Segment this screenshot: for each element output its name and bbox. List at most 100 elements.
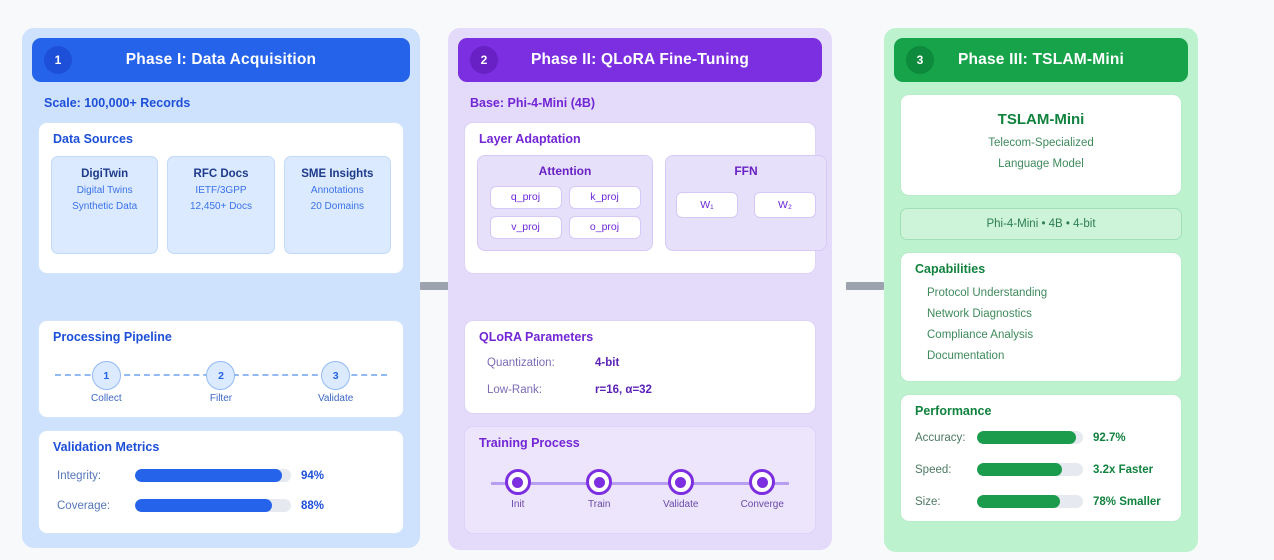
training-step-label: Converge — [740, 499, 784, 510]
training-step-label: Train — [588, 499, 611, 510]
layer-chip[interactable]: k_proj — [568, 186, 641, 209]
data-source-line-1: Annotations — [310, 185, 364, 196]
data-source-line-2: Synthetic Data — [72, 201, 138, 212]
training-step[interactable]: Validate — [645, 463, 717, 510]
ffn-group-title: FFN — [734, 164, 758, 178]
validation-metrics-card: Validation Metrics Integrity: 94% Covera… — [38, 430, 404, 534]
performance-title: Performance — [915, 404, 992, 418]
training-steps: Init Train Validate Converge — [477, 463, 803, 510]
phase-panel-3: 3 Phase III: TSLAM-Mini TSLAM-Mini Telec… — [884, 28, 1198, 552]
phase-1-title: Phase I: Data Acquisition — [125, 51, 317, 68]
connector-phase1-phase2 — [420, 282, 456, 290]
capability-item: Protocol Understanding — [927, 287, 1048, 299]
pipeline-step-label: Collect — [91, 393, 122, 404]
layer-adaptation-card: Layer Adaptation Attention q_proj k_proj… — [464, 122, 827, 274]
pipeline-steps: 1 Collect 2 Filter 3 Validate — [49, 357, 393, 404]
pipeline-step-number: 1 — [91, 361, 121, 390]
data-source-line-2: 20 Domains — [310, 201, 364, 212]
metric-bar-track — [135, 469, 291, 482]
attention-chips: q_proj k_proj v_proj o_proj — [488, 186, 642, 239]
metric-bar-fill — [977, 495, 1060, 508]
param-value: 4-bit — [595, 357, 620, 369]
phase-1-header: 1 Phase I: Data Acquisition — [32, 38, 410, 82]
metric-row: Integrity: 94% — [57, 469, 387, 482]
layer-groups: Attention q_proj k_proj v_proj o_proj FF… — [477, 155, 827, 251]
pipeline-step[interactable]: 1 Collect — [71, 357, 141, 404]
pipeline-step-label: Filter — [209, 393, 233, 404]
layer-chip[interactable]: o_proj — [568, 216, 641, 239]
model-descriptor-2: Language Model — [998, 158, 1084, 170]
metric-value: 92.7% — [1093, 431, 1126, 444]
param-value: r=16, α=32 — [595, 384, 652, 396]
capability-item: Documentation — [927, 350, 1005, 362]
metric-bar-track — [977, 431, 1083, 444]
qlora-parameters-title: QLoRA Parameters — [479, 330, 594, 344]
metric-label: Accuracy: — [915, 431, 966, 444]
data-source-item[interactable]: SME Insights Annotations 20 Domains — [283, 156, 391, 254]
metric-value: 94% — [301, 469, 325, 482]
training-step-dot-icon — [586, 469, 613, 495]
phase-2-badge: 2 — [470, 46, 498, 74]
processing-pipeline-card: Processing Pipeline 1 Collect 2 Filter 3… — [38, 320, 404, 418]
metric-bar-track — [977, 495, 1083, 508]
layer-chip[interactable]: q_proj — [489, 186, 562, 209]
model-descriptor-1: Telecom-Specialized — [988, 137, 1094, 149]
phase-panel-1: 1 Phase I: Data Acquisition Scale: 100,0… — [22, 28, 420, 548]
model-spec-pill: Phi-4-Mini • 4B • 4-bit — [900, 208, 1182, 240]
metric-bar-fill — [977, 463, 1062, 476]
param-row: Quantization: 4-bit — [487, 357, 619, 369]
layer-chip[interactable]: W₂ — [754, 192, 816, 218]
model-name: TSLAM-Mini — [997, 111, 1085, 128]
capability-item: Network Diagnostics — [927, 308, 1032, 320]
training-step-dot-icon — [504, 469, 531, 495]
pipeline-track: 1 Collect 2 Filter 3 Validate — [49, 357, 393, 409]
param-row: Low-Rank: r=16, α=32 — [487, 384, 652, 396]
training-step[interactable]: Train — [563, 463, 635, 510]
phase-3-header: 3 Phase III: TSLAM-Mini — [894, 38, 1188, 82]
data-source-item[interactable]: RFC Docs IETF/3GPP 12,450+ Docs — [167, 156, 275, 254]
phase-3-badge: 3 — [906, 46, 934, 74]
data-source-line-1: IETF/3GPP — [195, 185, 247, 196]
validation-metrics-title: Validation Metrics — [53, 440, 160, 454]
pipeline-step-number: 3 — [321, 361, 351, 390]
layer-chip[interactable]: v_proj — [489, 216, 562, 239]
data-sources-list: DigiTwin Digital Twins Synthetic Data RF… — [51, 156, 391, 254]
pipeline-step[interactable]: 3 Validate — [301, 357, 371, 404]
connector-phase2-phase3 — [846, 282, 884, 290]
metric-row: Size: 78% Smaller — [915, 495, 1169, 508]
metric-value: 88% — [301, 499, 325, 512]
layer-adaptation-title: Layer Adaptation — [479, 132, 581, 146]
data-source-name: DigiTwin — [81, 168, 129, 180]
performance-card: Performance Accuracy: 92.7% Speed: 3.2x … — [900, 394, 1182, 522]
metric-bar-track — [135, 499, 291, 512]
data-source-name: SME Insights — [301, 168, 374, 180]
param-label: Quantization: — [487, 357, 555, 369]
metric-row: Speed: 3.2x Faster — [915, 463, 1169, 476]
metric-label: Speed: — [915, 463, 952, 476]
metric-label: Size: — [915, 495, 941, 508]
training-step-label: Validate — [663, 499, 699, 510]
phase-1-subtitle: Scale: 100,000+ Records — [44, 96, 191, 110]
data-source-name: RFC Docs — [193, 168, 249, 180]
metric-row: Coverage: 88% — [57, 499, 387, 512]
capability-item: Compliance Analysis — [927, 329, 1034, 341]
data-source-item[interactable]: DigiTwin Digital Twins Synthetic Data — [51, 156, 159, 254]
pipeline-step[interactable]: 2 Filter — [186, 357, 256, 404]
ffn-group: FFN W₁ W₂ — [665, 155, 827, 251]
metric-bar-track — [977, 463, 1083, 476]
training-step-label: Init — [511, 499, 525, 510]
training-process-title: Training Process — [479, 436, 580, 450]
metric-bar-fill — [135, 499, 273, 512]
data-sources-title: Data Sources — [53, 132, 133, 146]
capabilities-title: Capabilities — [915, 262, 986, 276]
training-line — [491, 482, 789, 485]
model-summary-card: TSLAM-Mini Telecom-Specialized Language … — [900, 94, 1182, 196]
pipeline-step-label: Validate — [317, 393, 354, 404]
attention-group: Attention q_proj k_proj v_proj o_proj — [477, 155, 653, 251]
data-source-line-2: 12,450+ Docs — [189, 201, 252, 212]
training-step[interactable]: Converge — [726, 463, 798, 510]
layer-chip[interactable]: W₁ — [676, 192, 738, 218]
param-label: Low-Rank: — [487, 384, 542, 396]
training-step[interactable]: Init — [482, 463, 554, 510]
